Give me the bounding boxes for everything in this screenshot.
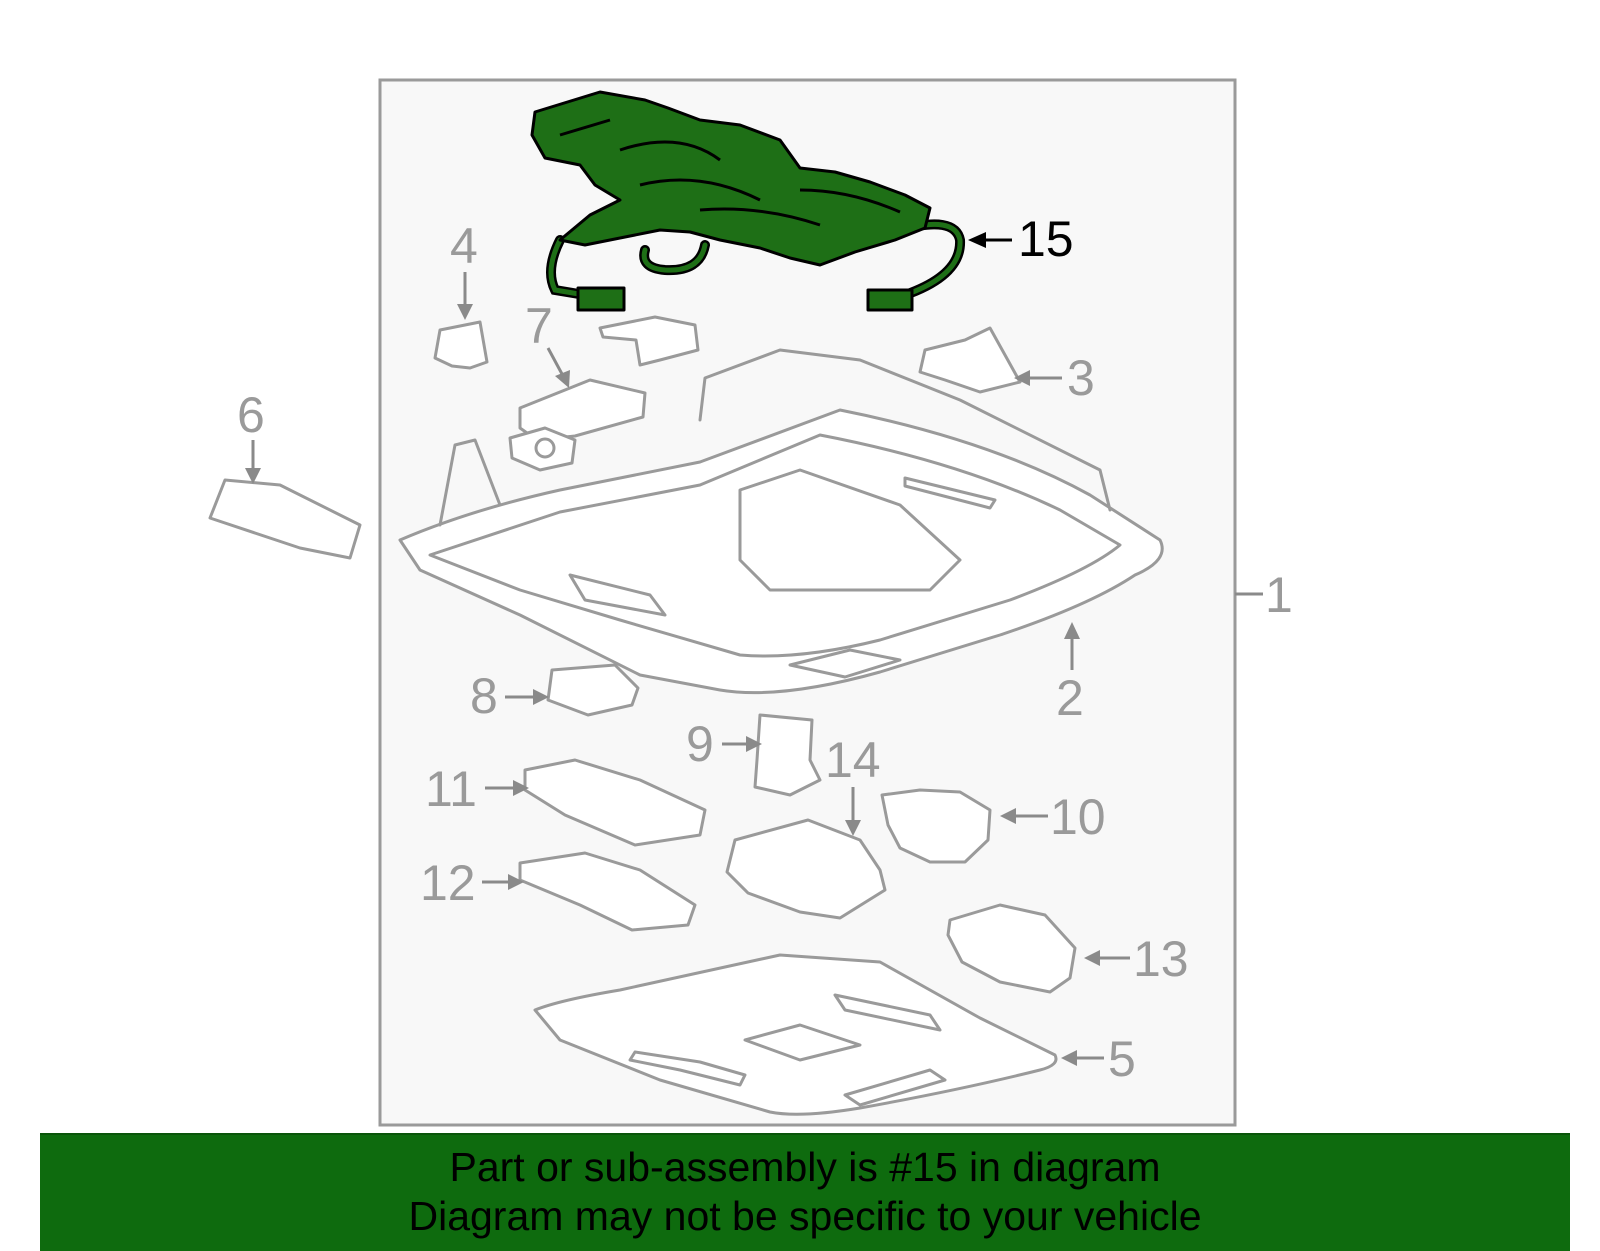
part-15-wiring-harness[interactable] xyxy=(530,90,966,312)
callout-7[interactable]: 7 xyxy=(525,298,553,354)
part-6-switch[interactable] xyxy=(208,478,362,560)
callout-12[interactable]: 12 xyxy=(420,855,476,911)
callout-3[interactable]: 3 xyxy=(1067,350,1095,406)
part-8-lamp[interactable] xyxy=(546,663,640,717)
callout-14[interactable]: 14 xyxy=(825,732,881,788)
callout-9[interactable]: 9 xyxy=(686,716,714,772)
callout-4[interactable]: 4 xyxy=(450,218,478,274)
callout-11[interactable]: 11 xyxy=(425,761,477,817)
callout-5[interactable]: 5 xyxy=(1108,1031,1136,1087)
part-14-housing[interactable] xyxy=(725,818,887,920)
callout-6[interactable]: 6 xyxy=(237,387,265,443)
banner-line-2: Diagram may not be specific to your vehi… xyxy=(408,1193,1202,1239)
part-4-clip[interactable] xyxy=(433,320,489,370)
callout-2[interactable]: 2 xyxy=(1056,670,1084,726)
callout-1[interactable]: 1 xyxy=(1265,567,1293,623)
part-10-housing[interactable] xyxy=(880,788,992,864)
banner-line-1: Part or sub-assembly is #15 in diagram xyxy=(449,1144,1161,1190)
callout-8[interactable]: 8 xyxy=(470,668,498,724)
part-2-console-frame[interactable] xyxy=(398,348,1164,695)
callout-arrows xyxy=(245,232,1263,1066)
part-12-panel[interactable] xyxy=(518,851,697,932)
part-7-bracket[interactable] xyxy=(508,315,700,472)
callout-labels: 15 4 7 3 6 1 2 8 9 14 11 10 12 13 5 xyxy=(237,211,1293,1087)
part-9-connector[interactable] xyxy=(753,713,822,797)
callout-13[interactable]: 13 xyxy=(1133,931,1189,987)
part-11-switch-panel[interactable] xyxy=(523,758,707,847)
callout-10[interactable]: 10 xyxy=(1050,789,1106,845)
part-3-clip[interactable] xyxy=(918,326,1022,394)
part-5-console-panel[interactable] xyxy=(533,953,1058,1116)
info-banner: Part or sub-assembly is #15 in diagram D… xyxy=(40,1133,1570,1251)
callout-15[interactable]: 15 xyxy=(1018,211,1074,267)
part-13-housing[interactable] xyxy=(946,903,1077,994)
